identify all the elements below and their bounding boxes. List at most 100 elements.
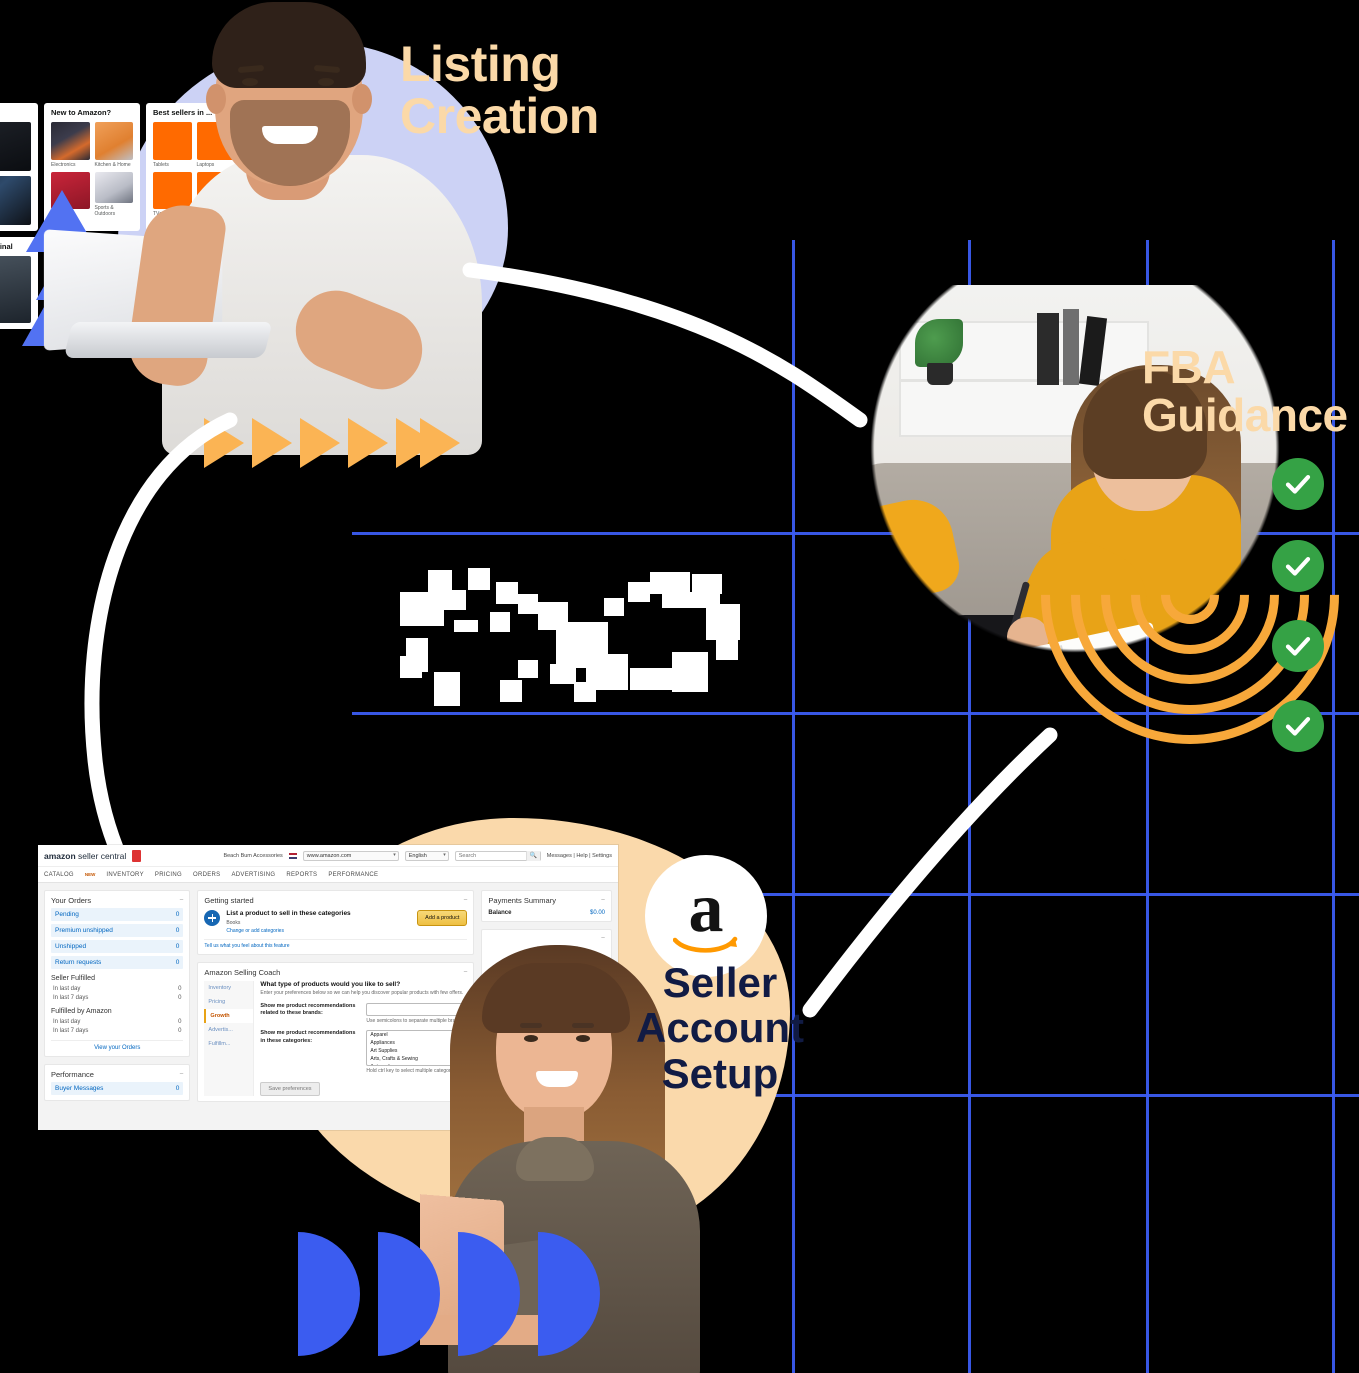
card-header: Getting started − [204,896,467,905]
man-ear-right [352,84,372,114]
save-preferences-button[interactable]: Save preferences [260,1081,320,1096]
row-value: 0 [175,927,180,934]
selling-coach-content: Inventory Pricing Growth Advertis... Ful… [204,981,468,1096]
collapse-icon[interactable]: − [600,935,605,942]
nav-item-advertising[interactable]: ADVERTISING [231,871,276,878]
category-option[interactable]: Appliances [370,1040,395,1047]
row-value: 0 [178,985,182,992]
marketplace-select[interactable]: www.amazon.com [302,850,399,861]
brands-label: Show me product recommendations related … [260,1002,356,1017]
row-label: In last day [53,985,81,992]
collapse-icon[interactable]: − [179,897,184,904]
collapse-icon[interactable]: − [463,969,468,976]
view-your-orders-link[interactable]: View your Orders [51,1040,184,1051]
performance-row-buyer-messages[interactable]: Buyer Messages 0 [51,1082,184,1095]
nav-item-performance[interactable]: PERFORMANCE [328,871,379,878]
coach-tab-advertising[interactable]: Advertis... [208,1027,233,1033]
collapse-icon[interactable]: − [600,897,605,904]
row-value: 0 [175,959,180,966]
orange-arrow-icon [204,418,244,468]
collapse-icon[interactable]: − [463,897,468,904]
row-label: In last 7 days [53,994,89,1001]
product-tile: Sports & Outdoors [94,171,133,217]
seller-fulfilled-row: In last 7 days 0 [51,993,183,1002]
coach-tab-growth[interactable]: Growth [204,1009,254,1023]
seller-central-header: amazon seller central Beach Bum Accessor… [38,845,618,867]
plus-icon [204,910,221,926]
getting-started-category: Books [226,920,241,926]
balance-row: Balance $0.00 [488,910,605,916]
product-caption: Kitchen & Home [94,161,131,168]
orders-row-premium-unshipped[interactable]: Premium unshipped 0 [51,924,184,937]
grid-line-vertical [1332,240,1335,1373]
category-option[interactable]: Art Supplies [370,1048,398,1055]
notification-flag-icon[interactable] [132,849,142,862]
search-icon[interactable]: 🔍 [525,850,540,861]
label-fba-guidance-line2: Guidance [1142,388,1348,441]
coach-tab-inventory[interactable]: Inventory [208,985,232,991]
payments-title: Payments Summary [488,896,556,905]
orders-row-return-requests[interactable]: Return requests 0 [51,956,184,969]
label-listing-creation-line1: Listing [400,36,561,92]
shop-card-title: ...er: New Original [0,242,13,251]
category-option[interactable]: Apparel [370,1032,388,1039]
getting-started-row: List a product to sell in these categori… [204,910,468,934]
category-option[interactable]: Arts, Crafts & Sewing [370,1056,418,1063]
row-value: 0 [178,1018,182,1025]
grid-line-horizontal [700,1094,1359,1097]
amazon-logo-badge: a [645,855,767,977]
coach-tab-pricing[interactable]: Pricing [208,999,226,1005]
orders-row-unshipped[interactable]: Unshipped 0 [51,940,184,953]
product-tile: Kitchen & Home [94,122,133,168]
nav-item-inventory[interactable]: INVENTORY [106,871,144,878]
category-option[interactable]: Automotive [367,1063,466,1065]
search-box[interactable]: 🔍 [454,850,541,861]
search-input[interactable] [455,852,526,859]
selling-coach-card: Amazon Selling Coach − Inventory Pricing… [197,962,475,1102]
woman2-eyebrow-left [520,1023,542,1028]
nav-item-reports[interactable]: REPORTS [286,871,318,878]
orange-arrow-icon [252,418,292,468]
getting-started-headline: List a product to sell in these categori… [226,910,351,917]
shelf-book [1037,313,1059,385]
feedback-link[interactable]: Tell us what you feel about this feature [204,939,468,949]
row-value: 0 [175,911,180,918]
categories-hint: Hold ctrl key to select multiple categor… [366,1068,458,1075]
left-column: Your Orders − Pending 0 Premium unshippe… [44,890,191,1123]
language-select[interactable]: English [404,850,449,861]
product-thumb [0,176,31,225]
orders-row-pending[interactable]: Pending 0 [51,908,184,921]
brands-hint: Use semicolons to separate multiple bran… [366,1017,464,1024]
product-thumb [0,122,31,172]
shelf-book [1063,309,1079,385]
woman-hair-front [1083,369,1207,479]
card-header: Your Orders − [51,896,183,905]
row-label: Return requests [55,959,102,966]
photo-circular-mask [855,285,1295,765]
product-caption: Laptops [196,161,215,168]
logo-seller-central-text: seller central [75,850,127,861]
collapse-icon[interactable]: − [179,1071,184,1078]
row-label: Pending [55,911,79,918]
balance-value: $0.00 [589,910,605,916]
nav-item-catalog[interactable]: CATALOG [44,871,74,878]
header-links[interactable]: Messages | Help | Settings [546,852,612,859]
label-seller-account-setup: Seller Account Setup [612,960,828,1096]
woman2-smile [536,1071,578,1087]
add-a-product-button[interactable]: Add a product [417,910,468,926]
product-thumb [51,122,90,160]
row-value: 0 [178,994,182,1001]
nav-new-badge: NEW [84,872,96,877]
product-tile: Tablets [153,122,192,168]
seller-fulfilled-row: In last day 0 [51,984,183,993]
green-check-icon [1272,620,1324,672]
card-header: − [488,935,605,942]
coach-tab-fulfillment[interactable]: Fulfillm... [208,1041,231,1047]
nav-item-pricing[interactable]: PRICING [154,871,182,878]
change-categories-link[interactable]: Change or add categories [226,928,284,934]
card-header: Performance − [51,1070,183,1079]
plant [915,319,963,367]
green-check-icon [1272,700,1324,752]
nav-item-orders[interactable]: ORDERS [193,871,221,878]
green-check-icon [1272,458,1324,510]
